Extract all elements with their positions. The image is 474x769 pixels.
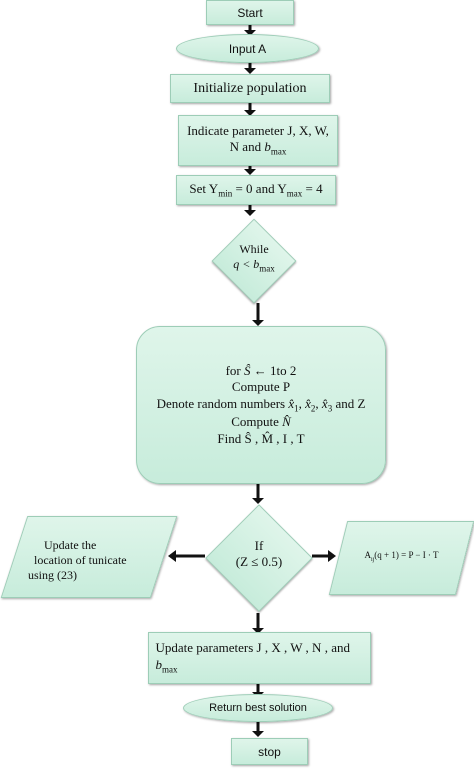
loop-compute-n-prefix: Compute	[231, 414, 283, 430]
left-line2: location of tunicate	[34, 553, 127, 567]
indicate-line1: Indicate parameter J, X, W,	[187, 122, 329, 138]
indicate-line2-prefix: N and	[229, 139, 265, 155]
loop-s-hat: Ŝ	[244, 363, 251, 379]
update-line1: Update parameters J , X , W , N , and	[155, 640, 350, 656]
if-diamond: If (Z ≤ 0.5)	[205, 503, 313, 613]
start-label: Start	[237, 5, 263, 20]
update-b: b	[155, 656, 163, 672]
update-box: Update parameters J , X , W , N , and bm…	[148, 632, 371, 684]
update-max: max	[162, 664, 178, 675]
left-line1: Update the	[44, 538, 97, 552]
indicate-max: max	[270, 146, 287, 157]
loop-for-prefix: for	[225, 363, 245, 379]
right-rest: (q + 1) = P − I · T	[374, 550, 439, 560]
while-diamond: While q < bmax	[211, 218, 297, 304]
return-oval: Return best solution	[183, 694, 333, 722]
return-label: Return best solution	[209, 702, 307, 714]
set-y-eq0: = 0 and Y	[232, 181, 287, 197]
loop-find: Find Ŝ , M̂ , I , T	[217, 430, 305, 446]
set-y-min: min	[218, 188, 233, 199]
if-cond: (Z ≤ 0.5)	[235, 554, 283, 570]
stop-terminal: stop	[231, 738, 308, 765]
loop-sub1: 1	[294, 403, 299, 414]
input-oval: Input A	[176, 34, 319, 63]
start-terminal: Start	[206, 0, 294, 25]
left-line3: using (23)	[28, 568, 77, 582]
if-title: If	[254, 538, 264, 553]
loop-compute-p: Compute P	[231, 379, 291, 395]
loop-body: for Ŝ ← 1to 2 Compute P Denote random nu…	[136, 326, 386, 484]
set-y-prefix: Set Y	[189, 181, 219, 197]
set-y-max: max	[286, 188, 303, 199]
while-b: b	[253, 257, 260, 271]
loop-sub3: 3	[327, 403, 333, 414]
init-label: Initialize population	[193, 80, 307, 96]
loop-x3: x̂	[321, 395, 328, 411]
right-a: A	[364, 550, 371, 560]
loop-x1: x̂	[288, 395, 295, 411]
right-parallelogram-text: Aij(q + 1) = P − I · T	[338, 550, 465, 563]
loop-x2: x̂	[305, 395, 311, 411]
while-max: max	[259, 263, 275, 274]
input-label: Input A	[228, 41, 267, 56]
set-y-box: Set Ymin = 0 and Ymax = 4	[176, 175, 336, 205]
loop-for-suffix: ← 1to 2	[250, 363, 297, 379]
loop-n-hat: N̂	[282, 414, 291, 430]
indicate-box: Indicate parameter J, X, W, N and bmax	[178, 115, 338, 166]
loop-denote-suffix: and Z	[332, 395, 366, 411]
right-sub: ij	[370, 556, 375, 563]
stop-label: stop	[258, 744, 281, 759]
left-parallelogram-text: Update the location of tunicate using (2…	[28, 538, 152, 583]
set-y-eq4: = 4	[302, 181, 323, 197]
while-title: While	[239, 242, 269, 256]
loop-sub2: 2	[310, 403, 316, 414]
init-box: Initialize population	[170, 74, 330, 103]
while-cond: q <	[233, 257, 254, 271]
loop-denote-prefix: Denote random numbers	[156, 395, 289, 411]
indicate-b: b	[264, 139, 271, 155]
